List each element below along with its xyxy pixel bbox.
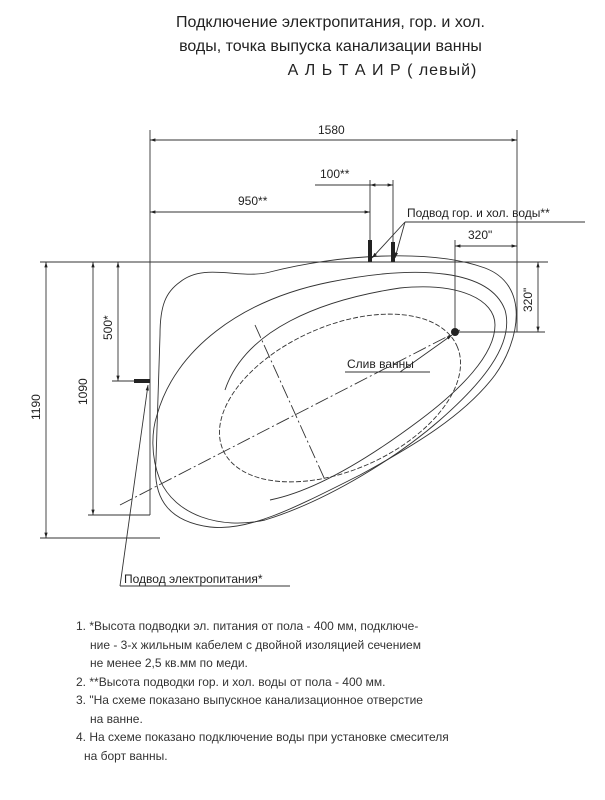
notes-list: 1. *Высота подводки эл. питания от пола … xyxy=(76,619,449,763)
cold-water-pipe xyxy=(391,242,395,262)
tub-outer-outline xyxy=(155,255,517,529)
dim-320-horizontal: 320" xyxy=(468,228,492,242)
tub-basin-outline xyxy=(219,313,461,483)
title-model: А Л Ь Т А И Р ( левый) xyxy=(287,62,478,79)
note-2: 2. **Высота подводки гор. и хол. воды от… xyxy=(76,674,386,689)
dim-950: 950** xyxy=(238,194,268,208)
tub-rim-outline xyxy=(152,271,508,524)
water-supply-label: Подвод гор. и хол. воды** xyxy=(407,206,550,220)
note-4: 4. На схеме показано подключение воды пр… xyxy=(76,730,449,744)
drain-label: Слив ванны xyxy=(347,357,414,371)
dim-1190: 1190 xyxy=(29,394,43,420)
power-supply-label: Подвод электропитания* xyxy=(124,572,263,586)
note-3: 3. "На схеме показано выпускное канализа… xyxy=(76,693,423,707)
centerline xyxy=(254,324,326,481)
dim-500: 500* xyxy=(101,315,115,340)
power-outlet xyxy=(134,379,150,383)
dim-1090: 1090 xyxy=(76,378,90,405)
title-line-1: Подключение электропитания, гор. и хол. xyxy=(176,14,485,31)
dim-100: 100** xyxy=(320,167,350,181)
dim-1580: 1580 xyxy=(318,123,345,137)
centerline xyxy=(119,329,461,506)
hot-water-pipe xyxy=(368,240,372,262)
dim-320-vertical: 320" xyxy=(521,288,535,312)
drain-hole xyxy=(451,328,459,336)
title-line-2: воды, точка выпуска канализации ванны xyxy=(179,38,482,55)
note-1: 1. *Высота подводки эл. питания от пола … xyxy=(76,619,419,633)
